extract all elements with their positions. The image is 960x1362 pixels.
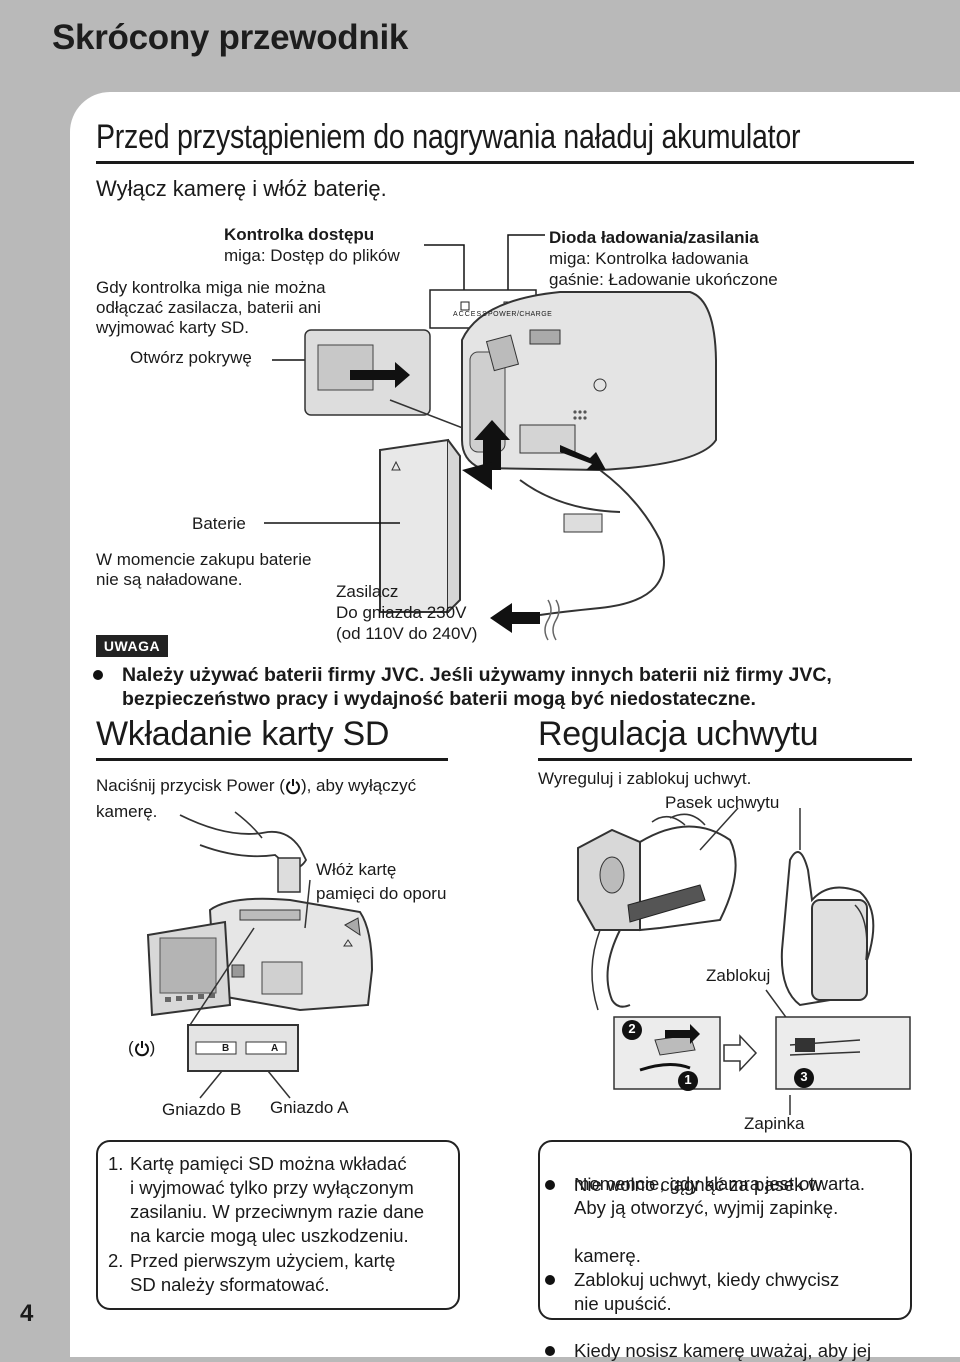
grip-intro: Wyreguluj i zablokuj uchwyt. [538,769,752,788]
adapter-label-1: Zasilacz [336,582,399,601]
caution-text-1: Należy używać baterii firmy JVC. Jeśli u… [88,663,960,688]
charge-intro: Wyłącz kamerę i włóż baterię. [96,176,387,201]
access-note-3: wyjmować karty SD. [96,318,250,337]
access-note-2: odłączać zasilacza, baterii ani [96,298,321,317]
adapter-label-3: (od 110V do 240V) [336,624,478,643]
battery-label: Baterie [192,514,246,533]
sd-note-2-num: 2. [108,1250,124,1271]
section-title-grip: Regulacja uchwytu [538,715,819,753]
caution-badge: UWAGA [96,635,168,657]
grip-note-3-line2: nie upuścić. [574,1293,672,1314]
grip-notes-box [538,1140,912,1320]
sd-notes-box [96,1140,460,1310]
slot-tag-b: B [222,1043,230,1054]
access-lamp-title: Kontrolka dostępu [224,225,375,244]
slot-tag-a: A [271,1043,279,1054]
charge-lamp-line2: gaśnie: Ładowanie ukończone [549,270,778,289]
grip-note-3-line1: Kiedy nosisz kamerę uważaj, aby jej [540,1339,960,1362]
strap-label: Pasek uchwytu [665,793,780,812]
caution-text-2: bezpieczeństwo pracy i wydajność baterii… [122,688,756,710]
step-marker-1: 1 [684,1072,692,1087]
battery-note-2: nie są naładowane. [96,570,243,589]
charge-lamp-title: Dioda ładowania/zasilania [549,228,759,247]
insert-label-1: Włóż kartę [316,860,397,879]
sd-intro-a: Naciśnij przycisk Power ( [96,776,285,795]
sd-note-1-num: 1. [108,1153,124,1174]
section-title-charge: Przed przystąpieniem do nagrywania naład… [96,118,801,156]
step-marker-2: 2 [628,1021,636,1036]
sd-note-2-line1: Przed pierwszym użyciem, kartę [130,1250,396,1271]
adapter-label-2: Do gniazda 230V [336,603,467,622]
sd-intro-b: ), aby wyłączyć [300,776,417,795]
step-marker-3: 3 [800,1069,808,1084]
grip-note-2-line1: Zablokuj uchwyt, kiedy chwycisz [540,1268,960,1291]
section-rule-charge [96,161,914,164]
sd-intro-line1: Naciśnij przycisk Power ( ), aby wyłączyć [96,776,416,799]
slot-a-label: Gniazdo A [270,1098,349,1117]
power-button-label: () [128,1038,155,1061]
grip-note-1-line3: Aby ją otworzyć, wyjmij zapinkę. [574,1197,839,1218]
page-number: 4 [20,1300,34,1327]
sd-intro-line2: kamerę. [96,802,158,821]
open-cover-label: Otwórz pokrywę [130,348,252,367]
cam-label-power: POWER/CHARGE [488,311,553,318]
section-rule-grip [538,758,912,761]
grip-note-1-line2: momencie, gdy klamra jest otwarta. [574,1173,865,1194]
sd-note-1-line1: Kartę pamięci SD można wkładać [130,1153,407,1174]
sd-note-2-line2: SD należy sformatować. [130,1274,330,1295]
charge-lamp-line1: miga: Kontrolka ładowania [549,249,749,268]
clip-label: Zapinka [744,1114,805,1133]
section-rule-sd [96,758,448,761]
lock-label: Zablokuj [706,966,771,985]
sd-note-1-line2: i wyjmować tylko przy wyłączonym [130,1177,414,1198]
grip-note-2-line2: kamerę. [574,1245,641,1266]
battery-note-1: W momencie zakupu baterie [96,550,312,569]
grip-note-1-line1: Nie wolno ciągnąć za pasek w [540,1173,960,1196]
access-lamp-desc: miga: Dostęp do plików [224,246,400,265]
sd-note-1-line4: na karcie mogą ulec uszkodzeniu. [130,1225,409,1246]
section-title-sd: Wkładanie karty SD [96,715,390,753]
power-icon [285,778,301,799]
header-title: Skrócony przewodnik [52,18,409,57]
slot-b-label: Gniazdo B [162,1100,242,1119]
insert-label-2: pamięci do oporu [316,884,447,903]
power-icon-small [134,1040,150,1061]
access-note-1: Gdy kontrolka miga nie można [96,278,326,297]
sd-note-1-line3: zasilaniu. W przeciwnym razie dane [130,1201,425,1222]
cam-label-access: ACCESS [453,311,488,318]
